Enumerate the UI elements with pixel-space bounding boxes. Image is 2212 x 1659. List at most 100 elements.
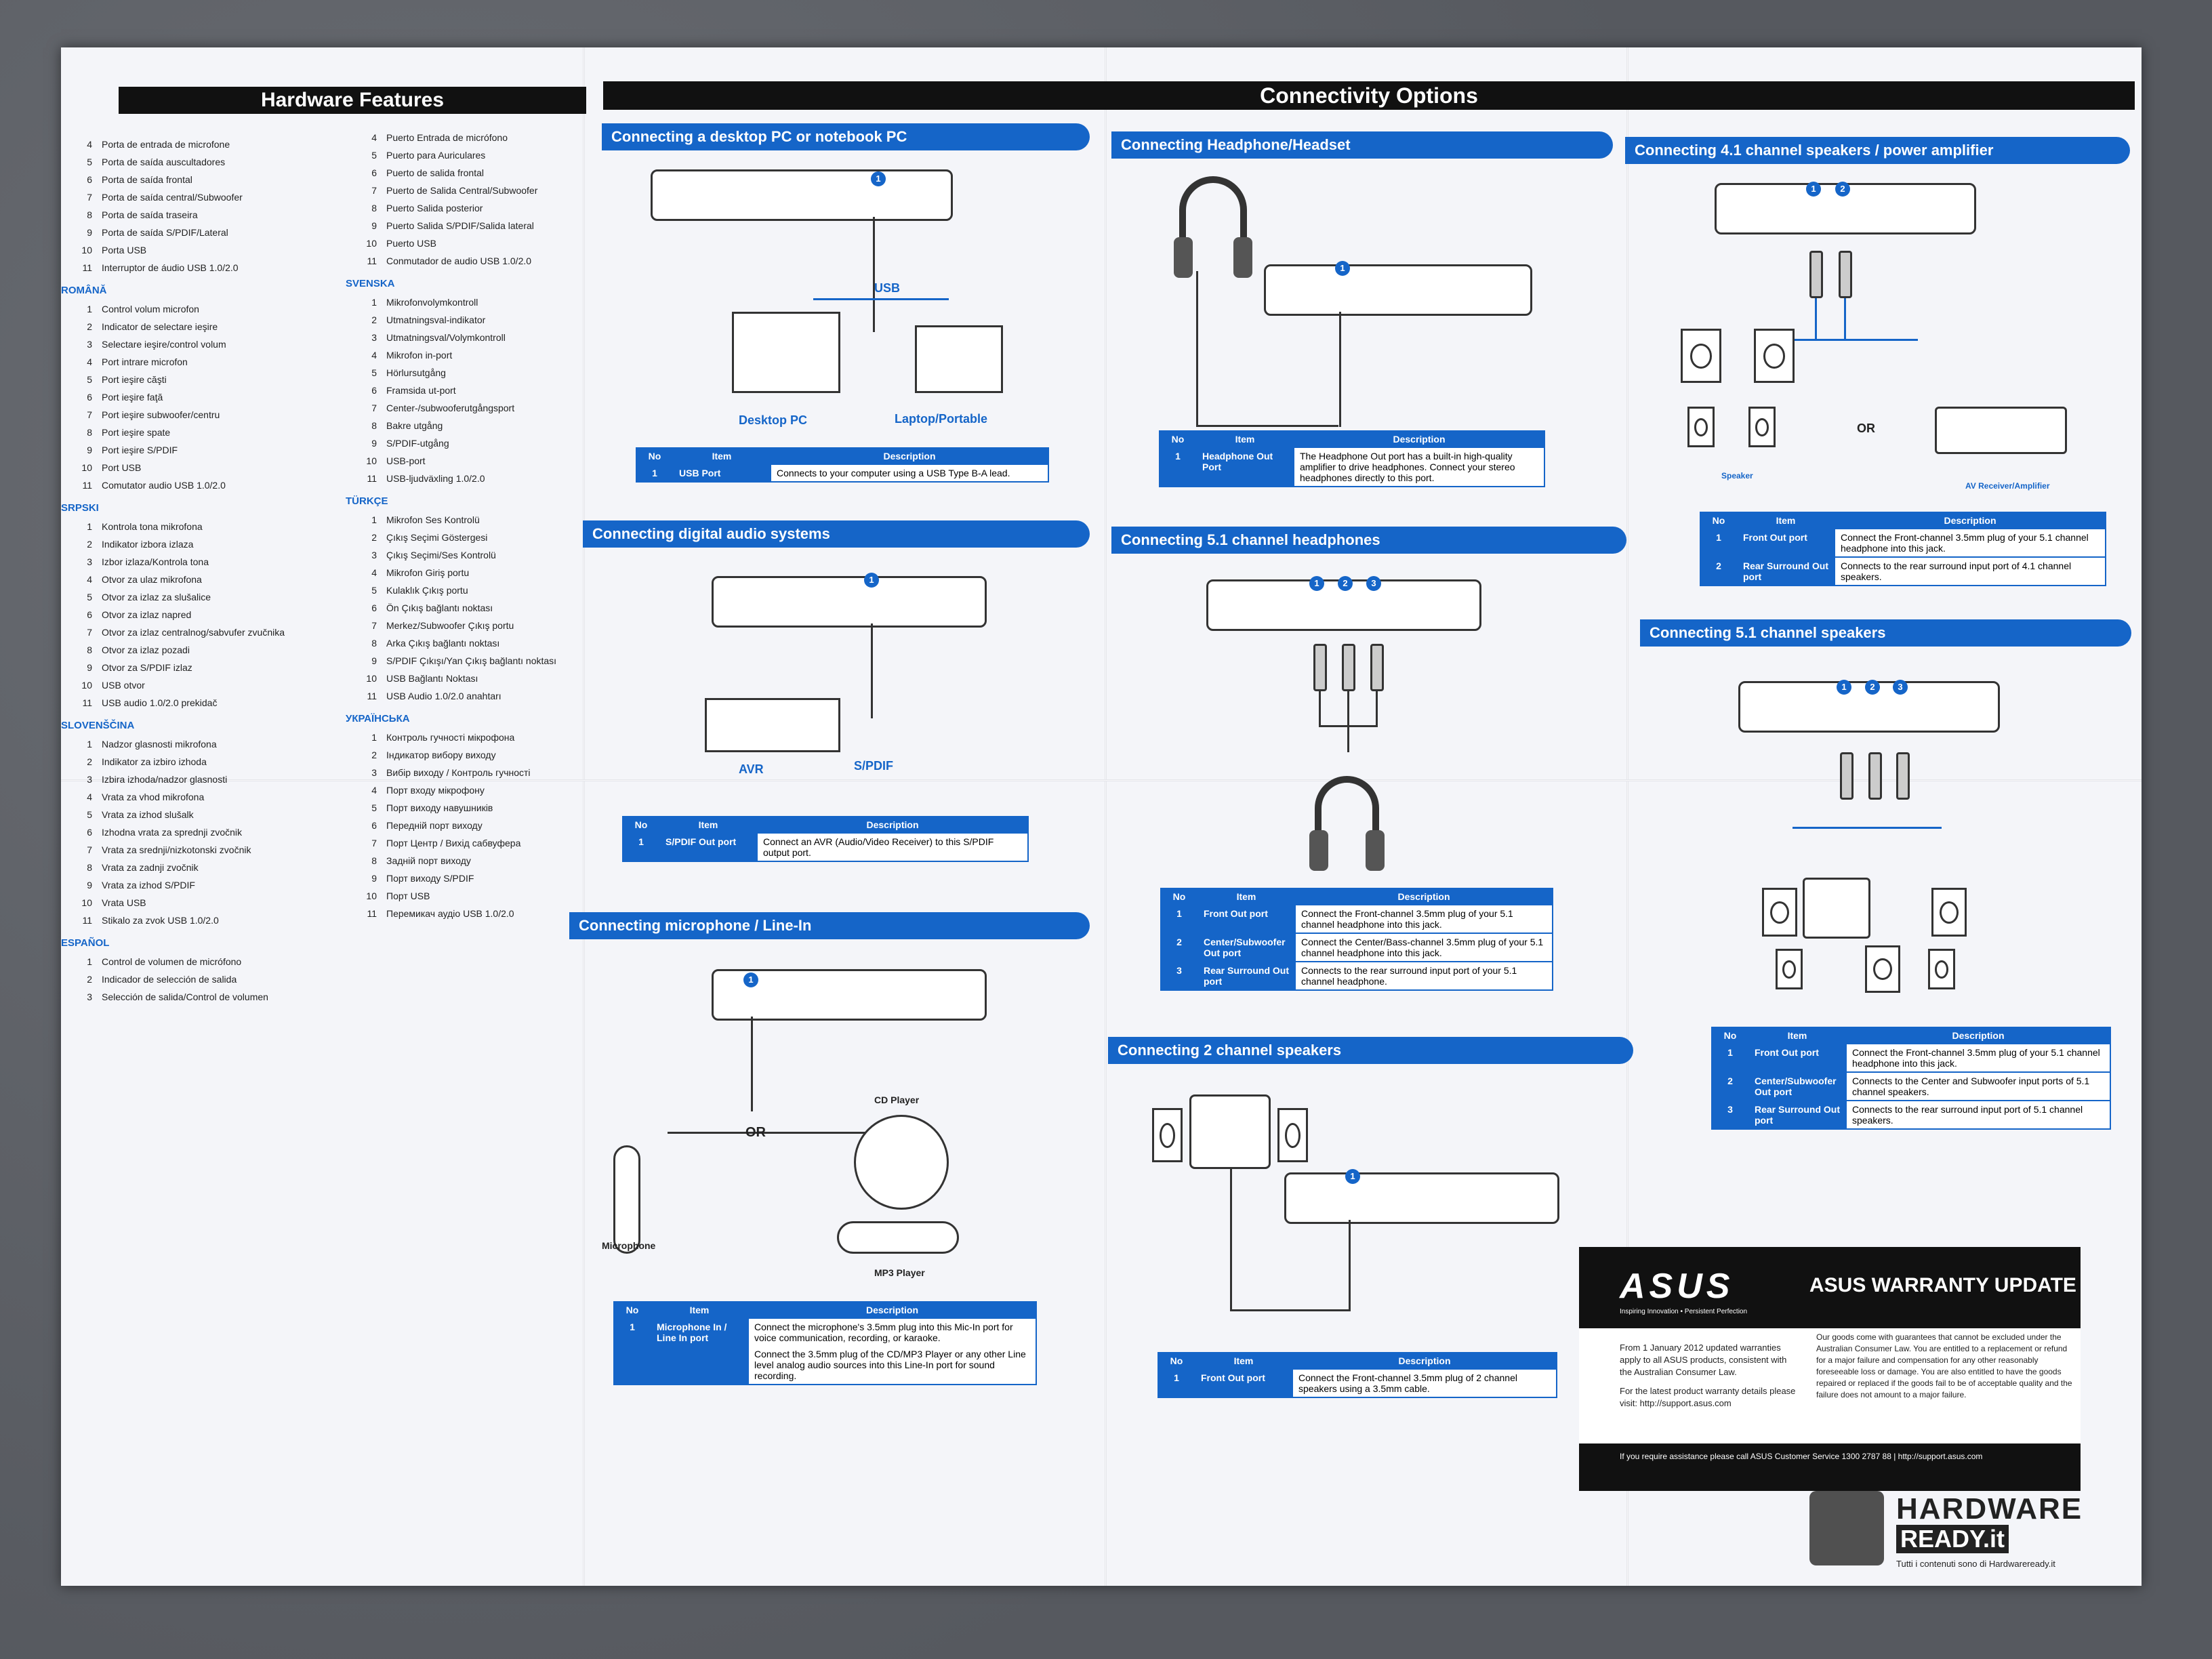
feature-text: Vrata za zadnji zvočnik	[102, 862, 199, 873]
feature-number: 9	[87, 445, 92, 455]
feature-text: S/PDIF-utgång	[386, 438, 449, 449]
feature-text: Utmatningsval/Volymkontroll	[386, 332, 506, 343]
warranty-header: ASUS Inspiring Innovation • Persistent P…	[1579, 1247, 2081, 1328]
speaker-icon	[1865, 945, 1900, 993]
table-cell: 1	[1160, 904, 1198, 934]
cd-player-icon	[854, 1115, 949, 1210]
feature-number: 7	[371, 403, 377, 413]
feature-text: USB Audio 1.0/2.0 anahtarı	[386, 691, 501, 701]
feature-number: 4	[87, 356, 92, 367]
table-description: Connects to the rear surround input port…	[1852, 1104, 2083, 1126]
feature-text: Selección de salida/Control de volumen	[102, 991, 268, 1002]
language-heading: УКРАЇНСЬКА	[346, 713, 410, 724]
feature-text: Çıkış Seçimi/Ses Kontrolü	[386, 550, 496, 560]
feature-number: 2	[371, 532, 377, 543]
feature-text: Comutator audio USB 1.0/2.0	[102, 480, 226, 491]
feature-number: 1	[371, 732, 377, 743]
table-cell: Rear Surround Out port	[1748, 1100, 1847, 1130]
feature-number: 8	[87, 862, 92, 873]
table-cell: Connect the Front-channel 3.5mm plug of …	[1845, 1043, 2111, 1073]
feature-text: Порт входу мікрофону	[386, 785, 485, 796]
feature-number: 2	[87, 756, 92, 767]
port-number-badge: 1	[864, 573, 879, 588]
feature-text: Задній порт виходу	[386, 855, 471, 866]
feature-number: 5	[371, 585, 377, 596]
feature-number: 11	[367, 255, 377, 266]
feature-number: 6	[87, 827, 92, 838]
table-header-cell: No	[1700, 512, 1738, 529]
feature-text: Порт Центр / Вихід сабвуфера	[386, 838, 521, 848]
feature-number: 4	[87, 574, 92, 585]
speaker-label: Speaker	[1721, 471, 1753, 480]
feature-number: 11	[82, 697, 92, 708]
feature-number: 11	[82, 262, 92, 273]
feature-number: 5	[371, 367, 377, 378]
watermark-logo-icon	[1809, 1491, 1884, 1565]
feature-number: 6	[371, 820, 377, 831]
feature-text: Puerto de salida frontal	[386, 167, 484, 178]
table-description: Connects to the Center and Subwoofer inp…	[1852, 1076, 2090, 1097]
section-header-spk41: Connecting 4.1 channel speakers / power …	[1625, 137, 2130, 164]
port-number-badge: 2	[1835, 182, 1850, 197]
usb-label: USB	[874, 281, 901, 295]
feature-number: 7	[87, 844, 92, 855]
feature-text: Otvor za izlaz pozadi	[102, 644, 190, 655]
feature-number: 1	[87, 739, 92, 750]
warranty-title: ASUS WARRANTY UPDATE	[1809, 1274, 2076, 1296]
feature-number: 3	[87, 991, 92, 1002]
asus-warranty-update: ASUS Inspiring Innovation • Persistent P…	[1579, 1247, 2081, 1491]
feature-number: 2	[87, 321, 92, 332]
feature-text: Vrata za izhod slušalk	[102, 809, 194, 820]
feature-text: Stikalo za zvok USB 1.0/2.0	[102, 915, 219, 926]
usb-cable	[813, 298, 949, 300]
feature-text: Izbor izlaza/Kontrola tona	[102, 556, 209, 567]
table-cell: Connect the Front-channel 3.5mm plug of …	[1292, 1368, 1557, 1398]
usb-cable	[873, 217, 875, 332]
feature-text: Izhodna vrata za sprednji zvočnik	[102, 827, 242, 838]
sound-card-device	[1284, 1172, 1559, 1224]
desktop-pc-label: Desktop PC	[739, 413, 808, 427]
watermark-line1: HARDWARE	[1896, 1492, 2083, 1525]
fold-line	[1105, 47, 1107, 1586]
feature-number: 7	[371, 838, 377, 848]
feature-number: 4	[371, 785, 377, 796]
avr-label: AVR	[739, 762, 764, 776]
or-arrow	[668, 1132, 891, 1134]
table-cell: Front Out port	[1736, 528, 1835, 558]
table-description: Connect the Front-channel 3.5mm plug of …	[1298, 1372, 1517, 1394]
feature-text: Porta de saída auscultadores	[102, 157, 226, 167]
cable	[1793, 827, 1942, 829]
feature-text: Otvor za izlaz napred	[102, 609, 192, 620]
feature-number: 5	[87, 809, 92, 820]
